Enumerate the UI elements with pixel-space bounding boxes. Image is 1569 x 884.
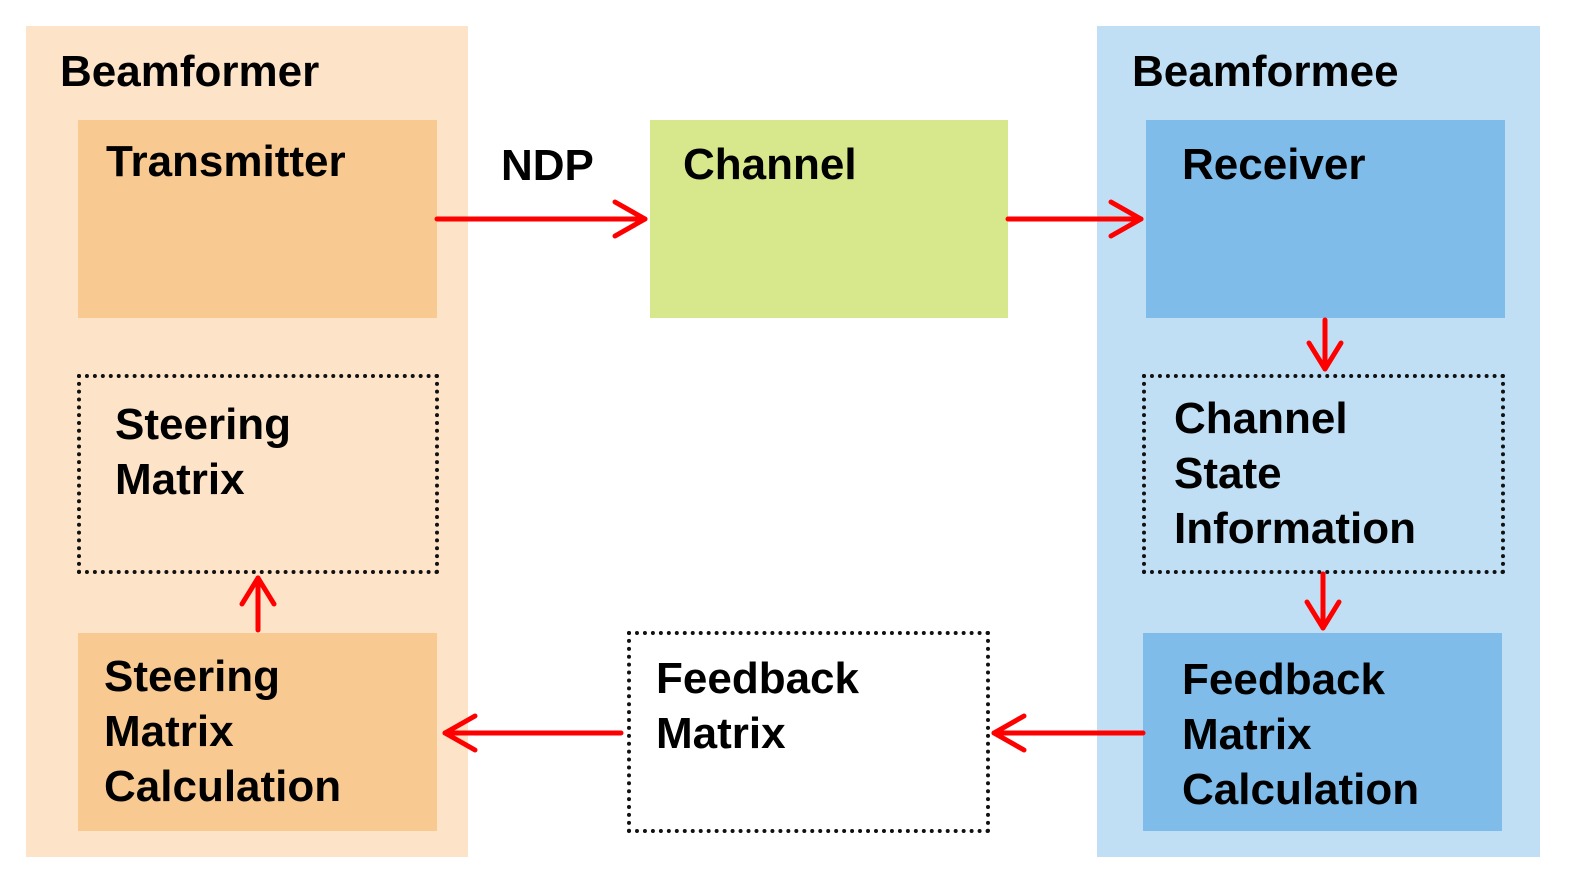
beamformee-title: Beamformee: [1132, 47, 1399, 96]
arrow-steering-calculation-to-steering-matrix: [239, 575, 277, 633]
feedback-matrix-calculation-block: Feedback Matrix Calculation: [1143, 633, 1502, 831]
channel-state-information-label: Channel State Information: [1174, 394, 1416, 553]
arrow-feedback-calculation-to-feedback-matrix: [991, 713, 1146, 753]
receiver-label: Receiver: [1182, 140, 1366, 189]
receiver-block: Receiver: [1146, 120, 1505, 318]
steering-matrix-label: Steering Matrix: [115, 400, 292, 504]
arrow-csi-to-feedback-calculation: [1304, 571, 1342, 631]
transmitter-block: Transmitter: [78, 120, 437, 318]
channel-label: Channel: [683, 140, 857, 189]
steering-matrix-calculation-block: Steering Matrix Calculation: [78, 633, 437, 831]
channel-block: Channel: [650, 120, 1008, 318]
ndp-label: NDP: [501, 141, 594, 190]
beamformer-title: Beamformer: [60, 47, 320, 96]
transmitter-label: Transmitter: [106, 137, 346, 186]
arrow-channel-to-receiver: [1005, 199, 1144, 239]
feedback-matrix-calculation-label: Feedback Matrix Calculation: [1182, 655, 1420, 814]
arrow-receiver-to-csi: [1306, 317, 1344, 372]
arrow-feedback-matrix-to-steering-calculation: [442, 713, 624, 753]
steering-matrix-block: Steering Matrix: [77, 374, 439, 574]
feedback-matrix-block: Feedback Matrix: [627, 631, 990, 833]
arrow-transmitter-to-channel: [434, 199, 648, 239]
feedback-matrix-label: Feedback Matrix: [656, 654, 859, 758]
steering-matrix-calculation-label: Steering Matrix Calculation: [104, 652, 342, 811]
